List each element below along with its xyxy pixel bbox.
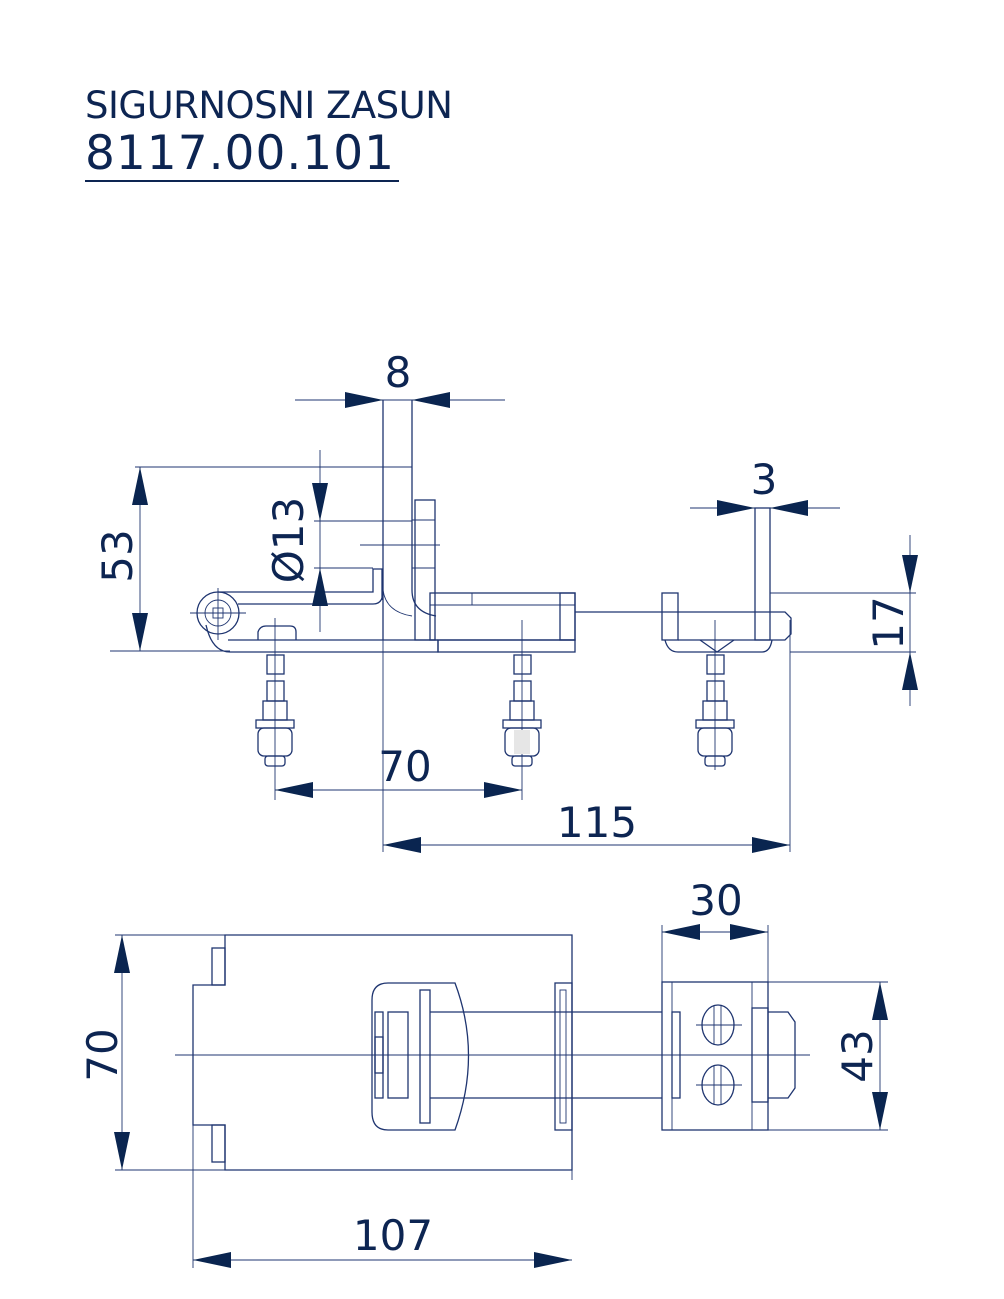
dim-30-label: 30 xyxy=(689,876,742,925)
dim-8-label: 8 xyxy=(385,348,412,397)
product-title: SIGURNOSNI ZASUN xyxy=(85,84,453,127)
product-code: 8117.00.101 xyxy=(85,128,400,182)
dim-diameter-13-label: Ø13 xyxy=(264,497,313,584)
dim-17-label: 17 xyxy=(864,596,913,649)
dim-115-label: 115 xyxy=(557,798,637,847)
dim-70-spacing-label: 70 xyxy=(378,742,431,791)
stud-3 xyxy=(695,654,735,767)
dim-3-label: 3 xyxy=(751,455,778,504)
dim-70-height-label: 70 xyxy=(78,1028,127,1081)
stud-2 xyxy=(502,654,542,767)
stud-1 xyxy=(255,654,295,767)
side-view: 8 53 Ø13 3 17 70 115 xyxy=(93,348,918,853)
dim-53-label: 53 xyxy=(93,529,142,582)
dim-107-label: 107 xyxy=(353,1211,433,1260)
plan-view: 70 107 30 43 xyxy=(78,876,888,1268)
dim-43-label: 43 xyxy=(833,1029,882,1082)
